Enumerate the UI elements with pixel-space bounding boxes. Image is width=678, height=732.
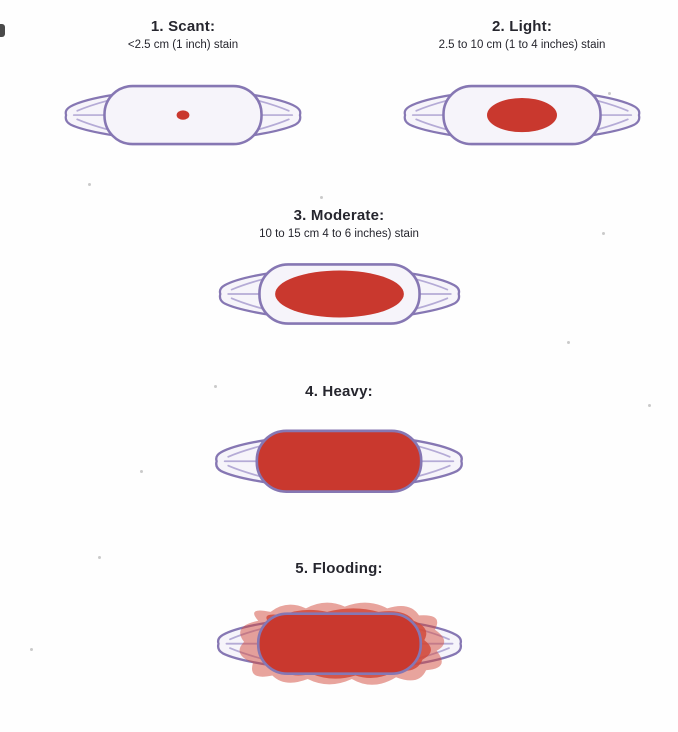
scant-pad-illustration [55,69,311,161]
moderate-pad-illustration [209,247,470,341]
scan-speck [140,470,143,473]
scan-speck [608,92,611,95]
scan-speck [214,385,217,388]
stain-item-heavy: 4. Heavy: [0,383,678,509]
pad-svg [215,429,463,494]
scan-speck [648,404,651,407]
light-pad-illustration [394,69,650,161]
scan-speck [602,232,605,235]
flooding-label: 5. Flooding: [295,559,383,577]
light-label: 2. Light: [491,18,553,35]
moderate-description: 10 to 15 cm 4 to 6 inches) stain [259,228,419,241]
scant-label: 1. Scant: [150,18,216,35]
flooding-pad-illustration [207,596,472,691]
scan-speck [567,341,570,344]
scan-edge-artifact [0,24,5,37]
scan-speck [320,196,323,199]
pad-svg [403,84,641,146]
stain-item-flooding: 5. Flooding: [0,560,678,691]
light-description: 2.5 to 10 cm (1 to 4 inches) stain [438,39,606,51]
heavy-label: 4. Heavy: [305,383,373,401]
pad-svg [64,84,302,146]
scan-speck [30,648,33,651]
pad-svg [218,263,460,326]
pad-svg [216,602,462,685]
stain-item-scant: 1. Scant: <2.5 cm (1 inch) stain [0,18,366,161]
scant-description: <2.5 cm (1 inch) stain [127,39,239,51]
stain-item-moderate: 3. Moderate: 10 to 15 cm 4 to 6 inches) … [0,207,678,341]
scan-speck [88,183,91,186]
moderate-label: 3. Moderate: [293,207,385,225]
scan-speck [98,556,101,559]
heavy-pad-illustration [205,413,473,509]
top-row: 1. Scant: <2.5 cm (1 inch) stain 2. Ligh… [0,0,678,161]
stain-item-light: 2. Light: 2.5 to 10 cm (1 to 4 inches) s… [366,18,678,161]
